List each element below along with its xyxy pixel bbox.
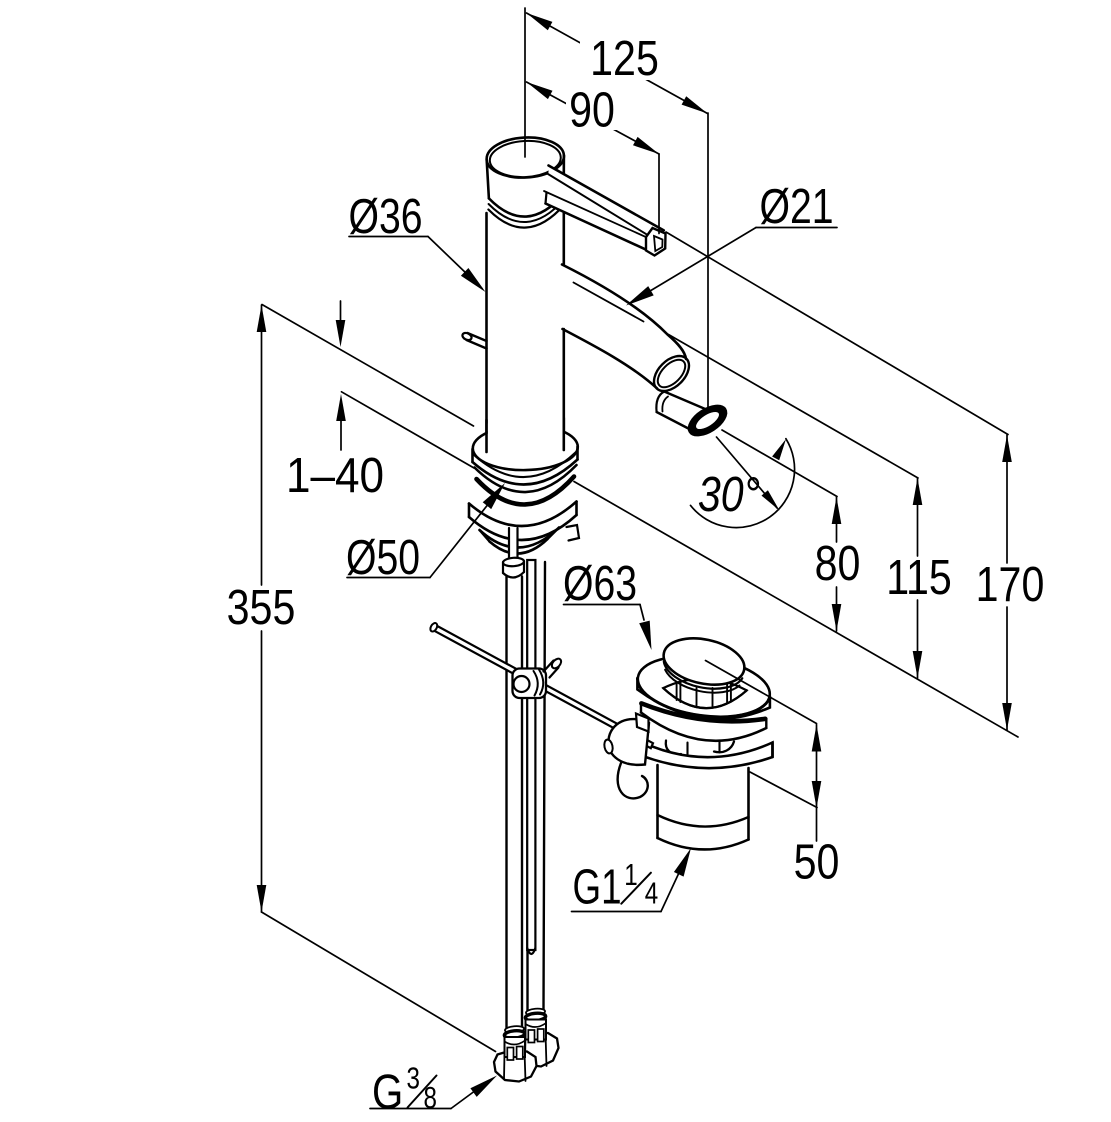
svg-text:G: G	[372, 1065, 403, 1120]
svg-text:3: 3	[407, 1061, 420, 1096]
svg-text:8: 8	[424, 1080, 437, 1115]
svg-text:Ø63: Ø63	[563, 557, 637, 611]
svg-text:115: 115	[886, 550, 952, 605]
svg-text:4: 4	[645, 875, 658, 910]
svg-text:1: 1	[624, 857, 637, 892]
svg-text:90: 90	[569, 82, 615, 137]
svg-text:170: 170	[976, 557, 1045, 612]
svg-text:50: 50	[794, 834, 840, 889]
svg-text:125: 125	[590, 31, 659, 86]
svg-text:G1: G1	[573, 861, 622, 915]
svg-text:355: 355	[227, 580, 296, 635]
svg-text:30°: 30°	[698, 467, 760, 522]
svg-text:Ø50: Ø50	[346, 531, 420, 585]
svg-text:1–40: 1–40	[286, 448, 384, 503]
svg-text:Ø21: Ø21	[759, 180, 833, 234]
svg-text:Ø36: Ø36	[348, 190, 422, 244]
svg-text:80: 80	[815, 536, 861, 591]
